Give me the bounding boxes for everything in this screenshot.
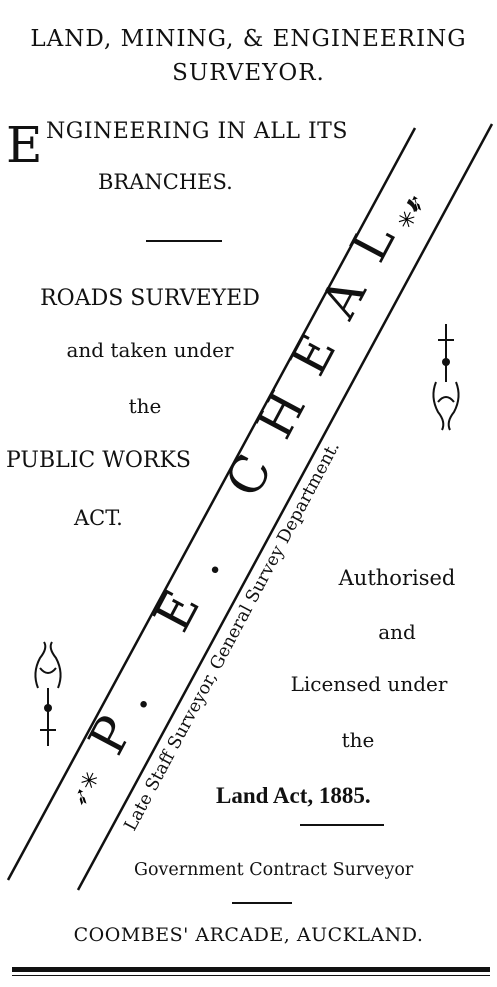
- licensed-line2: and: [378, 620, 416, 644]
- licensed-line5: Land Act, 1885.: [216, 783, 371, 808]
- licensed-line4: the: [341, 728, 375, 752]
- licensed-line3: Licensed under: [290, 672, 448, 696]
- roads-line5: ACT.: [74, 506, 123, 530]
- contract-surveyor: Government Contract Surveyor: [134, 860, 414, 880]
- address: COOMBES' ARCADE, AUCKLAND.: [73, 924, 424, 946]
- roads-line1: ROADS SURVEYED: [40, 286, 260, 311]
- ornament-left-icon: [34, 641, 62, 746]
- bottom-rule-thin: [12, 975, 490, 976]
- ornament-right-icon: [432, 324, 460, 431]
- header-title-line1: LAND, MINING, & ENGINEERING: [30, 26, 467, 52]
- divider-short: [146, 240, 222, 242]
- licensed-line1: Authorised: [338, 566, 456, 590]
- engineering-heading-line1: NGINEERING IN ALL ITS: [46, 119, 348, 144]
- roads-line4: PUBLIC WORKS: [6, 448, 191, 473]
- header-title-line2: SURVEYOR.: [172, 60, 325, 86]
- divider-short-3: [232, 902, 292, 904]
- engineering-heading-line2: BRANCHES.: [98, 170, 233, 194]
- drop-cap: E: [6, 116, 43, 174]
- star-ornament-bottom-icon: ➶✳: [67, 767, 106, 811]
- svg-text:➶✳: ➶✳: [67, 767, 106, 811]
- divider-short-2: [300, 824, 384, 826]
- bottom-rule-thick: [12, 967, 490, 972]
- roads-line3: the: [128, 394, 162, 418]
- roads-line2: and taken under: [66, 338, 234, 362]
